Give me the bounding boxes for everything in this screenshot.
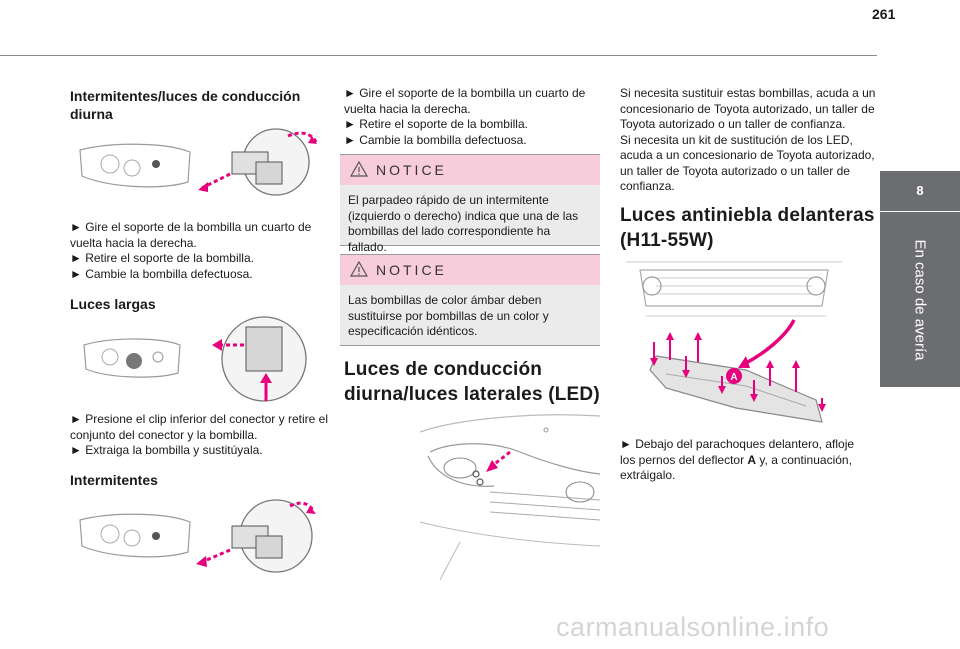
turn-drl-steps: ► Gire el soporte de la bombilla un cuar… [70,220,311,282]
headlamp-high-beam-illustration [83,316,307,402]
section-title-line: diurna [70,106,113,122]
step-line: ► Presione el clip inferior del conector… [70,412,328,426]
step-line: conjunto del conector y la bombilla. [70,427,258,442]
notice-line: (izquierdo o derecho) indica que una de … [348,208,579,223]
text-line: Si necesita sustituir estas bombillas, a… [620,86,876,100]
step-line: ► Cambie la bombilla defectuosa. [70,266,253,281]
led-replacement-text: Si necesita sustituir estas bombillas, a… [620,86,875,195]
step-line: extráigalo. [620,468,676,482]
step-line: ► Retire el soporte de la bombilla. [344,117,528,131]
step-line: vuelta hacia la derecha. [344,101,471,116]
step-line: ► Cambie la bombilla defectuosa. [344,132,527,147]
section-title-led: Luces de conducción diurna/luces lateral… [344,357,600,407]
section-title-turn-drl: Intermitentes/luces de conducción diurna [70,87,300,123]
section-title-line: Intermitentes/luces de conducción [70,88,301,104]
header-divider [0,55,877,56]
chapter-title-tab: En caso de avería [880,212,960,387]
front-led-drl-illustration [420,414,600,580]
step-line: ► Retire el soporte de la bombilla. [70,251,254,265]
step-line: ► Gire el soporte de la bombilla un cuar… [70,220,312,234]
section-title-line: Luces de conducción [344,359,543,380]
high-beam-steps: ► Presione el clip inferior del conector… [70,412,328,459]
notice-box-amber-bulbs: NOTICE Las bombillas de color ámbar debe… [340,254,600,346]
headlamp-turn-illustration [79,499,316,573]
section-title-high-beam: Luces largas [70,296,156,312]
notice-header: NOTICE [340,255,600,285]
notice-line: especificación idénticos. [348,324,478,338]
step-line: ► Extraiga la bombilla y sustitúyala. [70,443,263,457]
text-line: acuda a un concesionario de Toyota autor… [620,148,875,162]
front-bumper-deflector-illustration: A [626,261,842,423]
fog-lamp-steps: ► Debajo del parachoques delantero, aflo… [620,437,854,484]
section-title-line: (H11-55W) [620,230,714,251]
text-line: confianza. [620,179,675,193]
deflector-label: A [747,452,757,467]
notice-line: El parpadeo rápido de un intermitente [348,193,549,207]
callout-a-label: A [730,372,737,383]
step-line: los pernos del deflector A y, a continua… [620,453,854,469]
notice-title: NOTICE [376,262,447,278]
notice-line: Las bombillas de color ámbar deben [348,293,542,307]
warning-triangle-icon [350,161,368,177]
step-line: ► Gire el soporte de la bombilla un cuar… [344,86,586,100]
text-line: un taller de Toyota autorizado o un tall… [620,163,850,178]
text-line: Si necesita un kit de sustitución de los… [620,132,853,147]
notice-text: Las bombillas de color ámbar deben susti… [348,293,592,340]
notice-text: El parpadeo rápido de un intermitente (i… [348,193,592,255]
section-title-fog-lamps: Luces antiniebla delanteras (H11-55W) [620,203,875,253]
watermark: carmanualsonline.info [556,612,830,642]
text-line: Toyota autorizado o un taller de confian… [620,117,846,131]
headlamp-turn-bulb-illustration [79,128,318,196]
section-title-line: diurna/luces laterales (LED) [344,384,600,405]
step-text: los pernos del deflector [620,452,748,467]
chapter-number-tab: 8 [880,171,960,211]
notice-line: bombillas del lado correspondiente ha fa… [348,224,551,254]
page-number: 261 [872,6,896,22]
chapter-title: En caso de avería [911,239,929,361]
notice-box-fast-blink: NOTICE El parpadeo rápido de un intermit… [340,154,600,254]
notice-line: sustituirse por bombillas de un color y [348,308,549,323]
notice-header: NOTICE [340,155,600,185]
turn-steps-continued: ► Gire el soporte de la bombilla un cuar… [344,86,585,148]
text-line: concesionario de Toyota autorizado, un t… [620,101,875,116]
section-title-line: Luces antiniebla delanteras [620,205,875,226]
section-title-turn: Intermitentes [70,472,158,488]
notice-title: NOTICE [376,162,447,178]
step-line: ► Debajo del parachoques delantero, aflo… [620,437,855,451]
warning-triangle-icon [350,261,368,277]
step-text: y, a continuación, [756,452,852,467]
step-line: vuelta hacia la derecha. [70,235,197,250]
